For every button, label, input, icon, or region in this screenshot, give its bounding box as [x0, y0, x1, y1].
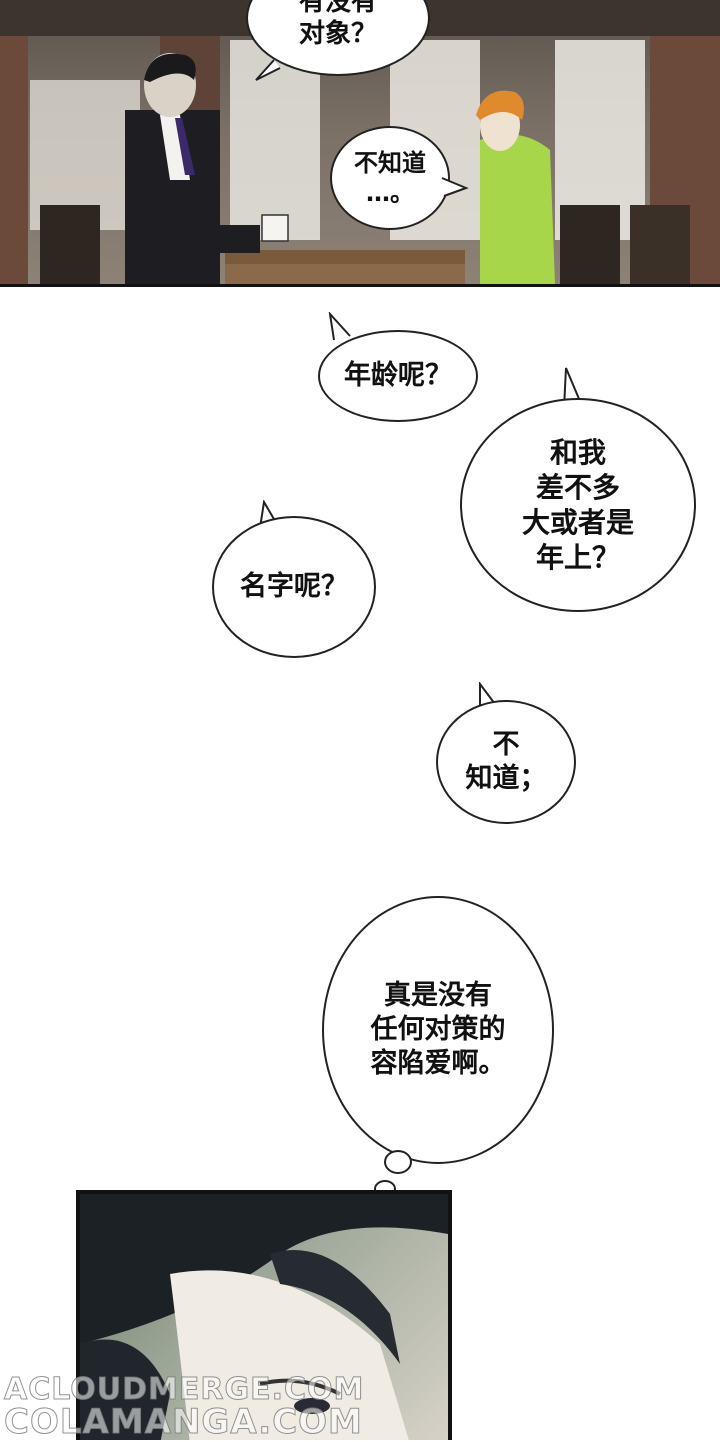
speech-bubble-unknown: 不知道 …。 — [330, 126, 450, 230]
speech-bubble-name: 名字呢？ — [212, 516, 376, 658]
closeup-panel — [76, 1190, 452, 1440]
closeup-illustration — [80, 1194, 448, 1440]
watermark-acloudmerge: ACLOUDMERGE.COM — [3, 1372, 365, 1408]
bubble-text: 年龄呢？ — [344, 360, 452, 392]
speech-bubble-similar: 和我 差不多 大或者是 年上？ — [460, 398, 696, 612]
bubble-text: 有没有 对象？ — [298, 0, 377, 49]
bubble-text: 真是没有 任何对策的 容陷爱啊。 — [370, 980, 506, 1079]
speech-bubble-age: 年龄呢？ — [318, 330, 478, 422]
bubble-tail — [441, 177, 469, 197]
bubble-text: 和我 差不多 大或者是 年上？ — [521, 436, 634, 574]
thought-bubble: 真是没有 任何对策的 容陷爱啊。 — [322, 896, 554, 1164]
watermark-colamanga: COLAMANGA.COM — [4, 1402, 363, 1442]
bubble-tail — [328, 312, 351, 341]
bubble-text: 不 知道； — [465, 729, 547, 794]
bubble-tail — [255, 59, 281, 81]
cafe-scene-panel: 有没有 对象？ 不知道 …。 — [0, 0, 720, 287]
speech-bubble-dont-know: 不 知道； — [436, 700, 576, 824]
bubble-text: 不知道 …。 — [354, 149, 426, 207]
bubble-text: 名字呢？ — [240, 571, 348, 603]
thought-bubble-dot-large — [384, 1150, 412, 1174]
